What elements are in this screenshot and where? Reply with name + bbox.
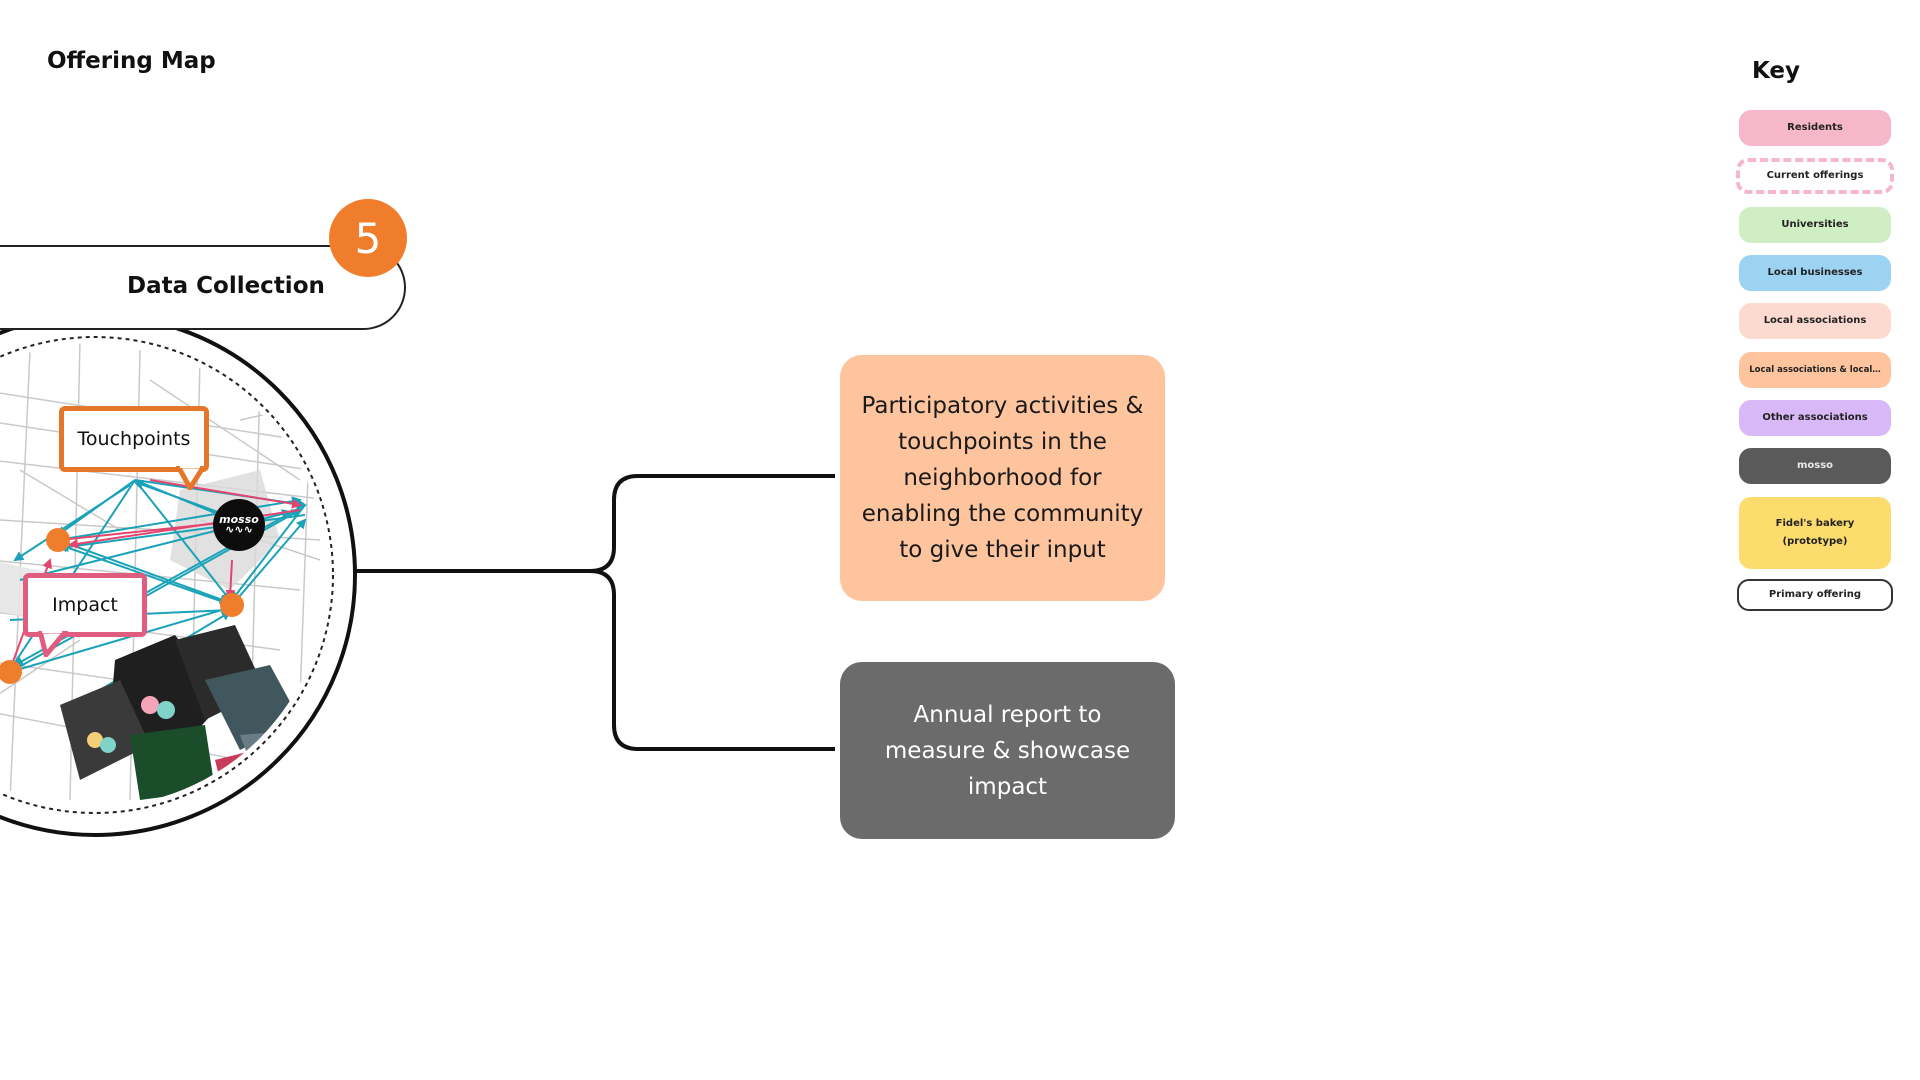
key-title: Key: [1752, 58, 1801, 84]
annual-report-card: Annual report to measure & showcase impa…: [840, 662, 1175, 839]
map-node: [0, 660, 22, 684]
map-inner-dashed-circle: [0, 336, 334, 814]
page-title: Offering Map: [47, 48, 216, 74]
impact-callout: Impact: [23, 573, 147, 637]
key-item-fidels-bakery: Fidel's bakery (prototype): [1739, 497, 1891, 569]
key-item-primary-offering: Primary offering: [1737, 579, 1893, 611]
key-item-residents: Residents: [1739, 110, 1891, 146]
key-item-other-associations: Other associations: [1739, 400, 1891, 436]
key-item-local-businesses: Local businesses: [1739, 255, 1891, 291]
section-title: Data Collection: [127, 273, 325, 299]
touchpoints-callout-tail: [176, 466, 206, 490]
map-node: [46, 528, 70, 552]
map-node: [220, 593, 244, 617]
connector-bracket: [355, 474, 835, 751]
logo-wave-icon: ∿∿∿: [225, 523, 253, 536]
mosso-logo: mosso ∿∿∿: [213, 499, 265, 551]
key-item-universities: Universities: [1739, 207, 1891, 243]
key-item-mosso: mosso: [1739, 448, 1891, 484]
step-number-badge: 5: [329, 199, 407, 277]
participatory-activities-card: Participatory activities & touchpoints i…: [840, 355, 1165, 601]
impact-callout-tail: [38, 631, 68, 657]
key-item-local-associations: Local associations: [1739, 303, 1891, 339]
touchpoints-callout: Touchpoints: [59, 406, 209, 472]
key-item-current-offerings: Current offerings: [1736, 158, 1894, 194]
key-item-local-associations-local: Local associations & local…: [1739, 352, 1891, 388]
